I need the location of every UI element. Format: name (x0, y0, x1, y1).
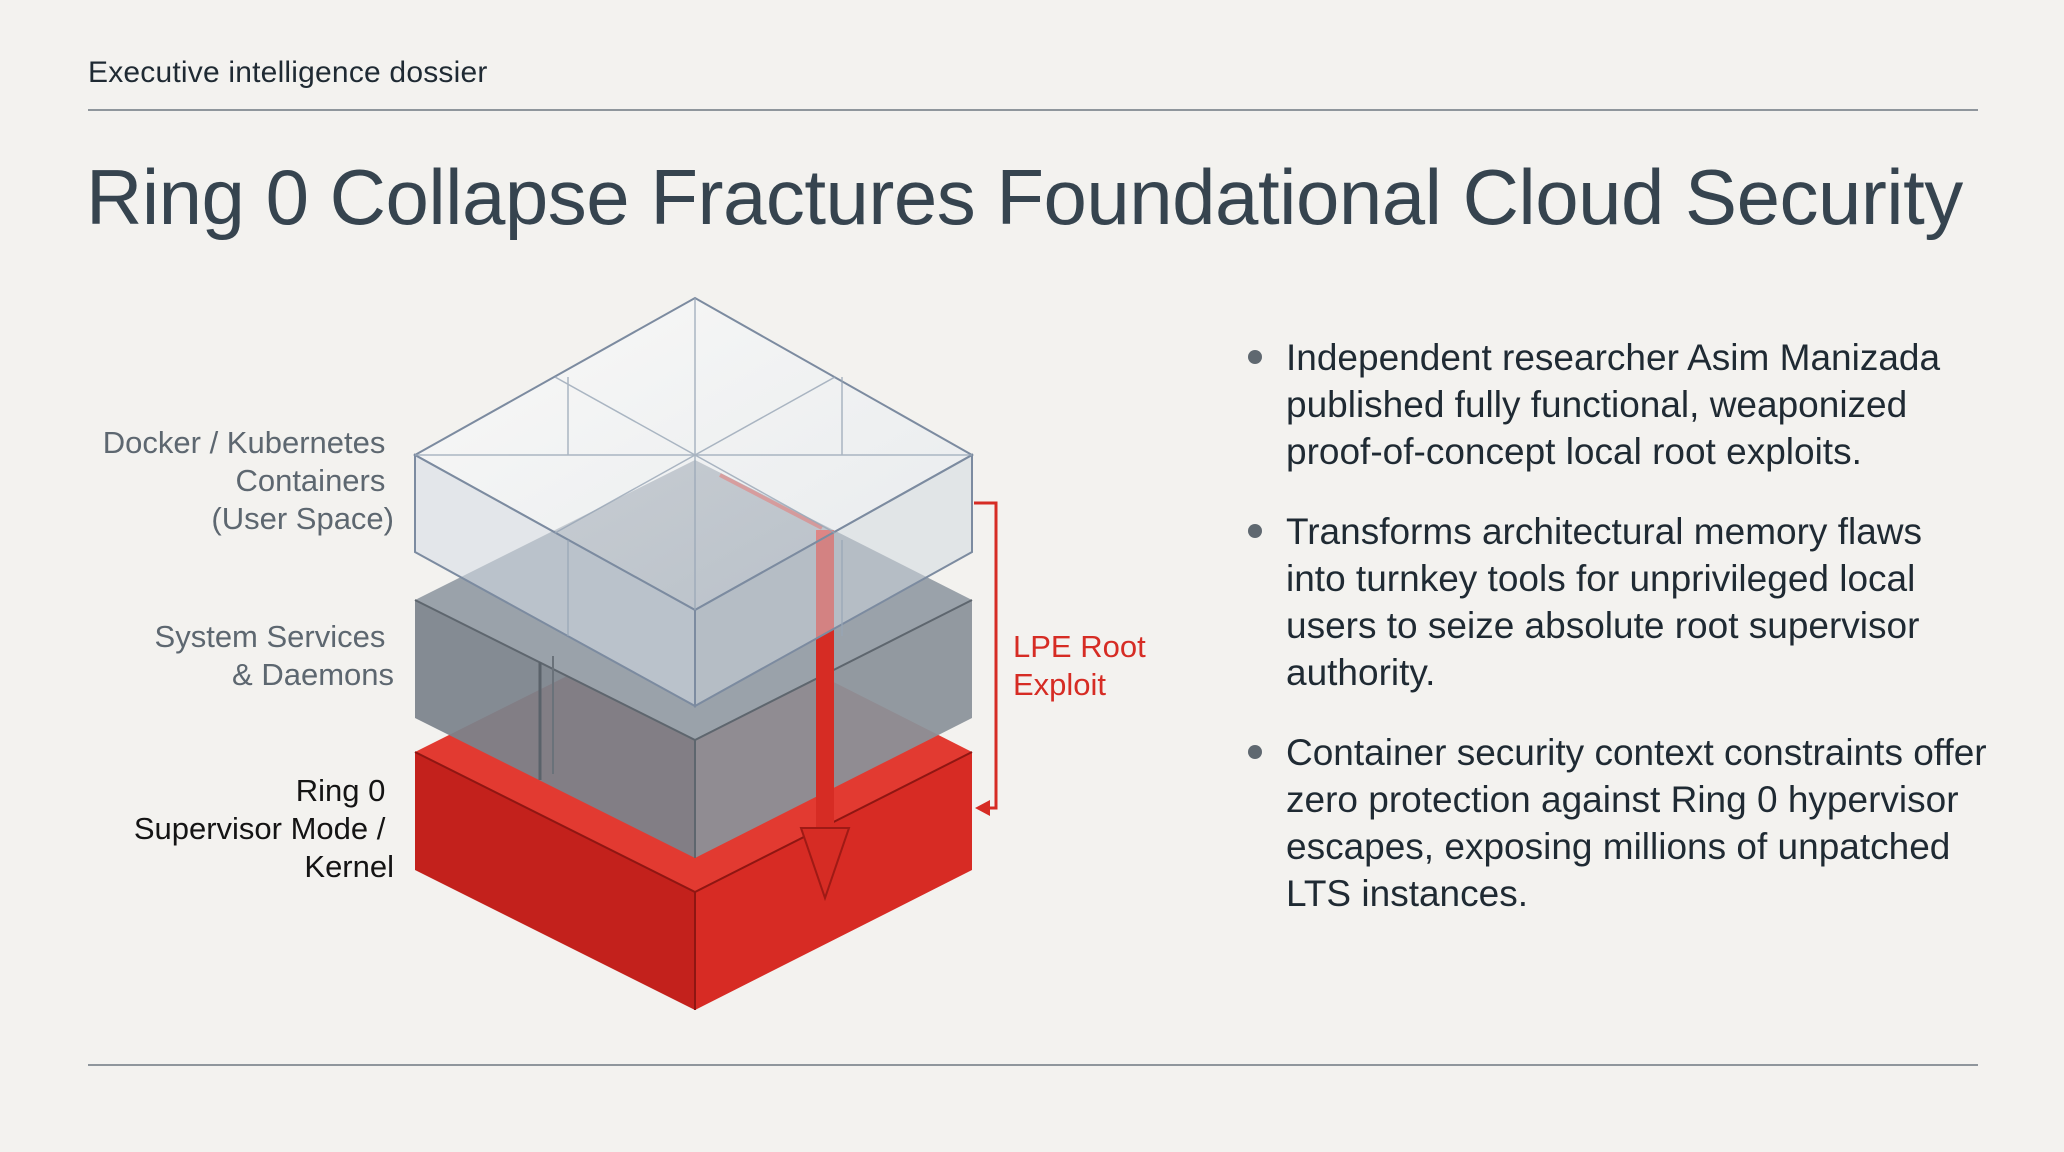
page-title: Ring 0 Collapse Fractures Foundational C… (86, 153, 1963, 241)
label-services: System Services & Daemons (155, 619, 394, 692)
ring-stack-diagram: Docker / Kubernetes Containers (User Spa… (103, 296, 1154, 1010)
kernel-left-face (415, 752, 695, 1010)
bullet-dot-icon (1248, 524, 1262, 538)
bullet-dot-icon (1248, 745, 1262, 759)
label-exploit: LPE Root Exploit (1013, 629, 1154, 702)
exploit-bracket (974, 501, 998, 816)
key-findings-list: Independent researcher Asim Manizada pub… (1248, 334, 1988, 950)
list-item: Transforms architectural memory flaws in… (1248, 508, 1988, 696)
bottom-divider (88, 1064, 1978, 1066)
label-containers: Docker / Kubernetes Containers (User Spa… (103, 425, 394, 536)
list-item: Container security context constraints o… (1248, 729, 1988, 917)
services-left-face (415, 600, 695, 858)
bullet-dot-icon (1248, 350, 1262, 364)
containers-layer (412, 296, 975, 708)
top-divider (88, 109, 1978, 111)
dossier-kicker: Executive intelligence dossier (88, 56, 488, 89)
containers-right-face (694, 453, 973, 708)
kernel-right-face (695, 752, 972, 1010)
label-kernel: Ring 0 Supervisor Mode / Kernel (134, 773, 394, 884)
list-item: Independent researcher Asim Manizada pub… (1248, 334, 1988, 475)
